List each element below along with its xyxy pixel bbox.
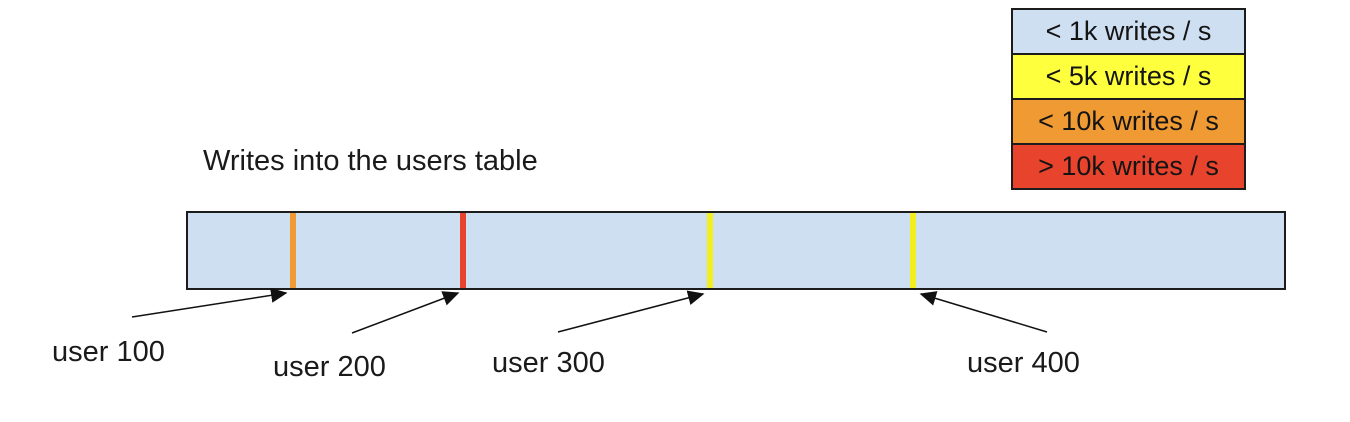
arrow-user-400 <box>919 291 1048 333</box>
legend-item-lt-5k: < 5k writes / s <box>1013 55 1244 100</box>
legend-item-lt-10k: < 10k writes / s <box>1013 100 1244 145</box>
write-hotspot-tick-user-100 <box>290 213 296 288</box>
label-user-300: user 300 <box>492 347 605 379</box>
arrow-user-100 <box>131 287 288 318</box>
write-hotspot-tick-user-400 <box>910 213 916 288</box>
legend-item-gt-10k: > 10k writes / s <box>1013 145 1244 188</box>
arrow-user-300 <box>557 290 705 333</box>
write-hotspot-tick-user-300 <box>707 213 713 288</box>
label-user-200: user 200 <box>273 351 386 383</box>
label-user-400: user 400 <box>967 347 1080 379</box>
legend: < 1k writes / s < 5k writes / s < 10k wr… <box>1011 8 1246 190</box>
write-hotspot-tick-user-200 <box>460 213 466 288</box>
label-user-100: user 100 <box>52 336 165 368</box>
arrow-user-200 <box>351 291 460 334</box>
diagram-title: Writes into the users table <box>203 145 538 177</box>
legend-item-lt-1k: < 1k writes / s <box>1013 10 1244 55</box>
users-table-bar <box>186 211 1286 290</box>
